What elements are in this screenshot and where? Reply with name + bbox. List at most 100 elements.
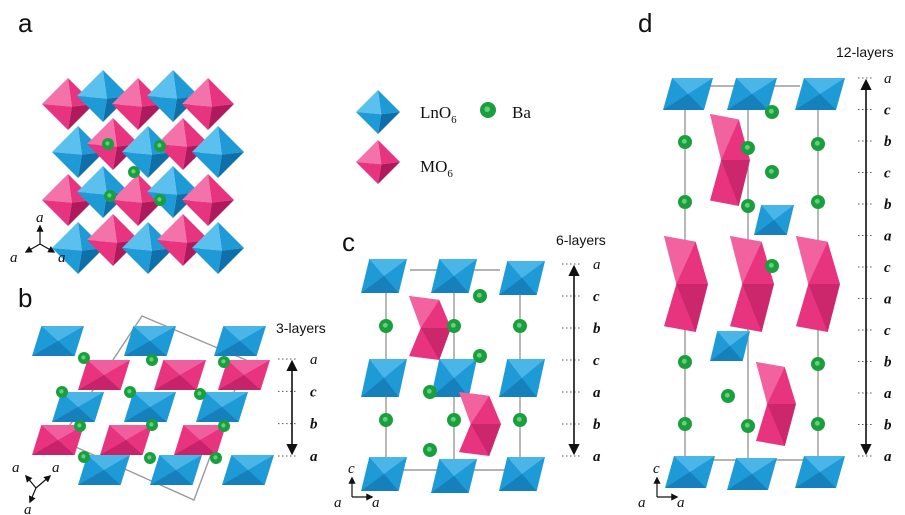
ba-atom [146,354,158,366]
ln-octahedron [795,456,845,488]
panel-label-a: a [18,8,33,38]
sequence-label: a [884,449,892,465]
panel-a-axes: a a a [10,210,66,266]
ln-octahedron [795,78,845,110]
ln-octahedron [431,259,477,293]
ba-atom [513,413,527,427]
sequence-label: c [593,289,600,305]
ba-atom [741,199,755,213]
ba-atom [741,419,755,433]
m-face-shared-pair [664,236,708,332]
panel-c-axis-right: a [372,495,380,511]
ba-atom [423,385,437,399]
m-octahedron [218,360,270,390]
ba-atom [218,356,230,368]
ln-octahedron [727,78,777,110]
m-octahedron [154,360,206,390]
m-octahedron [32,425,84,455]
ba-atom [765,165,779,179]
sequence-label: b [884,355,892,371]
legend-ln-base: LnO [420,103,451,122]
ba-atom [194,388,206,400]
ln-octahedron [499,261,545,295]
ba-atom [146,419,158,431]
panel-c-axis-up: c [348,461,355,477]
m-octahedron [157,214,209,266]
panel-d-axes: c a a [638,461,685,511]
panel-a-axis-right: a [58,250,66,266]
panel-d-structure [663,78,845,490]
panel-b-axes: a a a [12,460,60,515]
ba-atom [678,135,692,149]
m-octahedron [182,174,234,226]
m-face-shared-pair [730,236,774,332]
ba-atom [447,319,461,333]
m-octahedron [174,425,226,455]
ba-atom [678,417,692,431]
panel-label-c: c [342,227,355,257]
sequence-label: a [884,386,892,402]
sequence-label: a [884,292,892,308]
ba-atom [473,289,487,303]
panel-b-title: 3-layers [276,320,326,336]
ba-atom [811,195,825,209]
ln-octahedron [499,457,545,491]
ba-atom [78,451,90,463]
m-face-shared-pair [796,236,840,332]
ln-octahedron [361,259,407,293]
legend-m-label: MO6 [420,157,453,180]
m-face-shared-pair [459,392,501,456]
ln-octahedron [192,222,244,274]
ln-octahedron [78,455,130,485]
panel-d-axis-left: a [638,495,646,511]
sequence-label: c [593,353,600,369]
m-face-shared-pair [710,114,750,206]
m-face-shared-pair [409,296,451,360]
ln-octahedron [356,90,400,134]
sequence-label: a [593,257,601,273]
panel-a-axis-left: a [10,250,18,266]
panel-b-axis-bottom: a [24,502,32,515]
legend-m-base: MO [420,157,447,176]
ba-atom [104,190,116,202]
ln-octahedron [147,70,199,122]
panel-label-d: d [638,8,652,38]
panel-c-axes: c a a [334,461,380,511]
sequence-label: a [593,385,601,401]
sequence-label: b [884,197,892,213]
legend: LnO6 Ba MO6 [356,90,531,184]
ba-atom [741,141,755,155]
ln-octahedron [32,326,84,356]
panel-b-axis-top-left: a [12,460,20,476]
ba-atom [128,166,140,178]
panel-a-axis-up: a [36,210,44,226]
ln-octahedron [361,457,407,491]
sequence-label: a [310,352,318,368]
ba-atom [78,352,90,364]
sequence-label: c [884,103,891,119]
ba-atom [765,105,779,119]
ba-atom [811,417,825,431]
sequence-label: c [884,260,891,276]
legend-ba-label: Ba [512,103,531,122]
legend-m-octahedron-icon [356,140,400,184]
sequence-label: a [884,71,892,87]
ba-atom [154,140,166,152]
panel-c-title: 6-layers [556,232,606,248]
sequence-label: c [310,384,317,400]
sequence-label: b [593,321,601,337]
m-face-shared-pair [756,362,796,446]
panel-c-axis-left: a [334,495,342,511]
ba-atom [473,349,487,363]
ln-octahedron [192,126,244,178]
ba-atom [447,413,461,427]
sequence-label: b [593,417,601,433]
ln-octahedron [361,359,407,397]
ln-octahedron [124,392,176,422]
ba-atom [678,195,692,209]
ba-atom [218,420,230,432]
legend-ln-label: LnO6 [420,103,457,126]
legend-ba-atom-icon [480,102,496,118]
